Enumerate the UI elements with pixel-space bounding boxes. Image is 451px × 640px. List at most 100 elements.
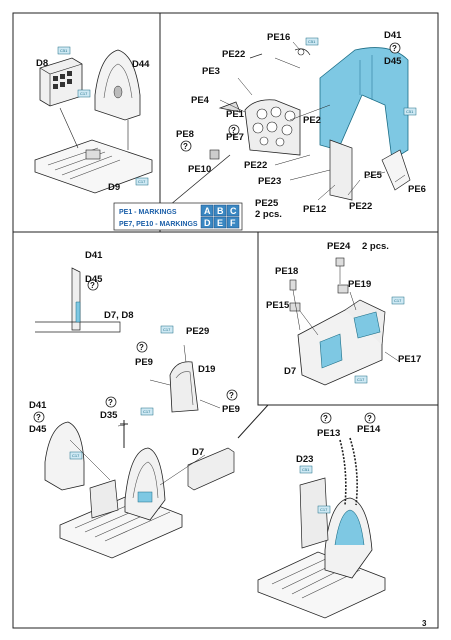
callout-wedge bbox=[237, 404, 288, 439]
label-pe14: PE14 bbox=[357, 424, 381, 435]
panel-bottom-right: ? ? PE13 PE14 D23 C51 C17 bbox=[257, 412, 386, 619]
label-d23: D23 bbox=[296, 454, 313, 465]
color-tag: C17 bbox=[138, 179, 146, 184]
label-d7-right: D7 bbox=[284, 366, 296, 377]
svg-text:?: ? bbox=[231, 126, 236, 135]
legend-letter-box bbox=[213, 216, 227, 229]
optional-part-icon: ? bbox=[87, 279, 99, 291]
svg-text:?: ? bbox=[323, 414, 328, 423]
label-pe25-count: 2 pcs. bbox=[255, 209, 282, 220]
label-pe23: PE23 bbox=[258, 176, 281, 187]
label-pe24: PE24 bbox=[327, 241, 351, 252]
legend-letter-box bbox=[226, 216, 240, 229]
svg-text:?: ? bbox=[183, 142, 188, 151]
label-pe1: PE1 bbox=[226, 109, 245, 120]
optional-part-icon: ? bbox=[364, 412, 376, 424]
svg-text:?: ? bbox=[367, 414, 372, 423]
legend-callout bbox=[169, 154, 231, 206]
seat-part bbox=[169, 361, 199, 413]
label-pe22-right: PE22 bbox=[349, 201, 372, 212]
svg-text:?: ? bbox=[139, 343, 144, 352]
seat-belt-part bbox=[339, 437, 358, 506]
optional-part-icon: ? bbox=[226, 389, 238, 401]
svg-text:?: ? bbox=[108, 398, 113, 407]
color-tag: C51 bbox=[308, 39, 316, 44]
svg-text:?: ? bbox=[229, 391, 234, 400]
label-pe25: PE25 bbox=[255, 198, 279, 209]
seat-back-part bbox=[94, 49, 141, 121]
svg-text:?: ? bbox=[36, 413, 41, 422]
label-pe8: PE8 bbox=[176, 129, 194, 140]
optional-part-icon: ? bbox=[105, 396, 117, 408]
label-pe18: PE18 bbox=[275, 266, 298, 277]
page-border bbox=[12, 12, 439, 629]
instrument-panel-part bbox=[244, 99, 301, 156]
legend-letter-box bbox=[213, 204, 227, 217]
label-d9: D9 bbox=[108, 182, 120, 193]
svg-text:?: ? bbox=[392, 44, 397, 53]
label-pe19: PE19 bbox=[348, 279, 371, 290]
label-d45-low: D45 bbox=[29, 424, 47, 435]
label-pe13: PE13 bbox=[317, 428, 340, 439]
cockpit-floor-assembly bbox=[59, 447, 183, 559]
cockpit-floor-assembly bbox=[257, 551, 386, 619]
label-d7-d8: D7, D8 bbox=[104, 310, 134, 321]
color-tag: C17 bbox=[357, 377, 365, 382]
label-pe7: PE7 bbox=[226, 132, 244, 143]
label-d45-left: D45 bbox=[85, 274, 103, 285]
color-tag: C51 bbox=[60, 48, 68, 53]
label-pe22-mid: PE22 bbox=[244, 160, 267, 171]
label-pe4: PE4 bbox=[191, 95, 210, 106]
label-pe16: PE16 bbox=[267, 32, 290, 43]
label-pe2: PE2 bbox=[303, 115, 321, 126]
optional-part-icon: ? bbox=[320, 412, 332, 424]
optional-part-icon: ? bbox=[33, 411, 45, 423]
legend-row1-letter: A bbox=[204, 206, 211, 216]
color-tag: C17 bbox=[80, 91, 88, 96]
optional-part-icon: ? bbox=[180, 140, 192, 152]
optional-part-icon: ? bbox=[389, 42, 401, 54]
label-d7-low: D7 bbox=[192, 447, 204, 458]
panel-bottom-left: ? ? ? ? ? D41 D45 D7, D8 PE29 PE9 D19 PE… bbox=[29, 250, 240, 559]
legend-letter-box bbox=[226, 204, 240, 217]
color-tag: C17 bbox=[394, 298, 402, 303]
label-pe15: PE15 bbox=[266, 300, 290, 311]
optional-part-icon: ? bbox=[136, 341, 148, 353]
label-pe10: PE10 bbox=[188, 164, 211, 175]
legend-row2-letter: F bbox=[230, 218, 236, 228]
label-pe9-a: PE9 bbox=[135, 357, 153, 368]
color-tag: C17 bbox=[163, 327, 171, 332]
label-pe3: PE3 bbox=[202, 66, 220, 77]
label-d19: D19 bbox=[198, 364, 215, 375]
panel-inset-right: PE24 2 pcs. PE18 PE19 PE15 D7 PE17 C17 C… bbox=[266, 241, 421, 386]
optional-part-icon: ? bbox=[228, 124, 240, 136]
color-tag: C51 bbox=[406, 109, 414, 114]
label-pe29: PE29 bbox=[186, 326, 209, 337]
legend-letter-box bbox=[200, 216, 214, 229]
color-tag: C17 bbox=[320, 507, 328, 512]
control-stick-part bbox=[120, 420, 128, 448]
page-number: 3 bbox=[422, 619, 427, 628]
label-pe22-top: PE22 bbox=[222, 49, 245, 60]
color-tag: C17 bbox=[72, 453, 80, 458]
armor-plate-part bbox=[319, 47, 409, 161]
inset-panel-border bbox=[257, 232, 438, 406]
label-d41-left: D41 bbox=[85, 250, 103, 261]
color-tag: C51 bbox=[302, 467, 310, 472]
floor-plate bbox=[34, 139, 153, 194]
legend-row1-letter: B bbox=[217, 206, 224, 216]
color-tag: C17 bbox=[143, 409, 151, 414]
label-pe12: PE12 bbox=[303, 204, 326, 215]
svg-text:?: ? bbox=[90, 281, 95, 290]
legend-row2-letter: E bbox=[217, 218, 223, 228]
side-console-detail bbox=[289, 257, 386, 386]
label-d44: D44 bbox=[132, 59, 150, 70]
legend-letter-box bbox=[200, 204, 214, 217]
fuselage-side-detail bbox=[35, 267, 121, 333]
label-pe6: PE6 bbox=[408, 184, 426, 195]
legend-row2-letter: D bbox=[204, 218, 211, 228]
label-pe24-count: 2 pcs. bbox=[362, 241, 389, 252]
panel-top-right: ? ? ? PE16 D41 D45 PE22 PE3 PE4 PE1 PE7 … bbox=[176, 30, 426, 220]
